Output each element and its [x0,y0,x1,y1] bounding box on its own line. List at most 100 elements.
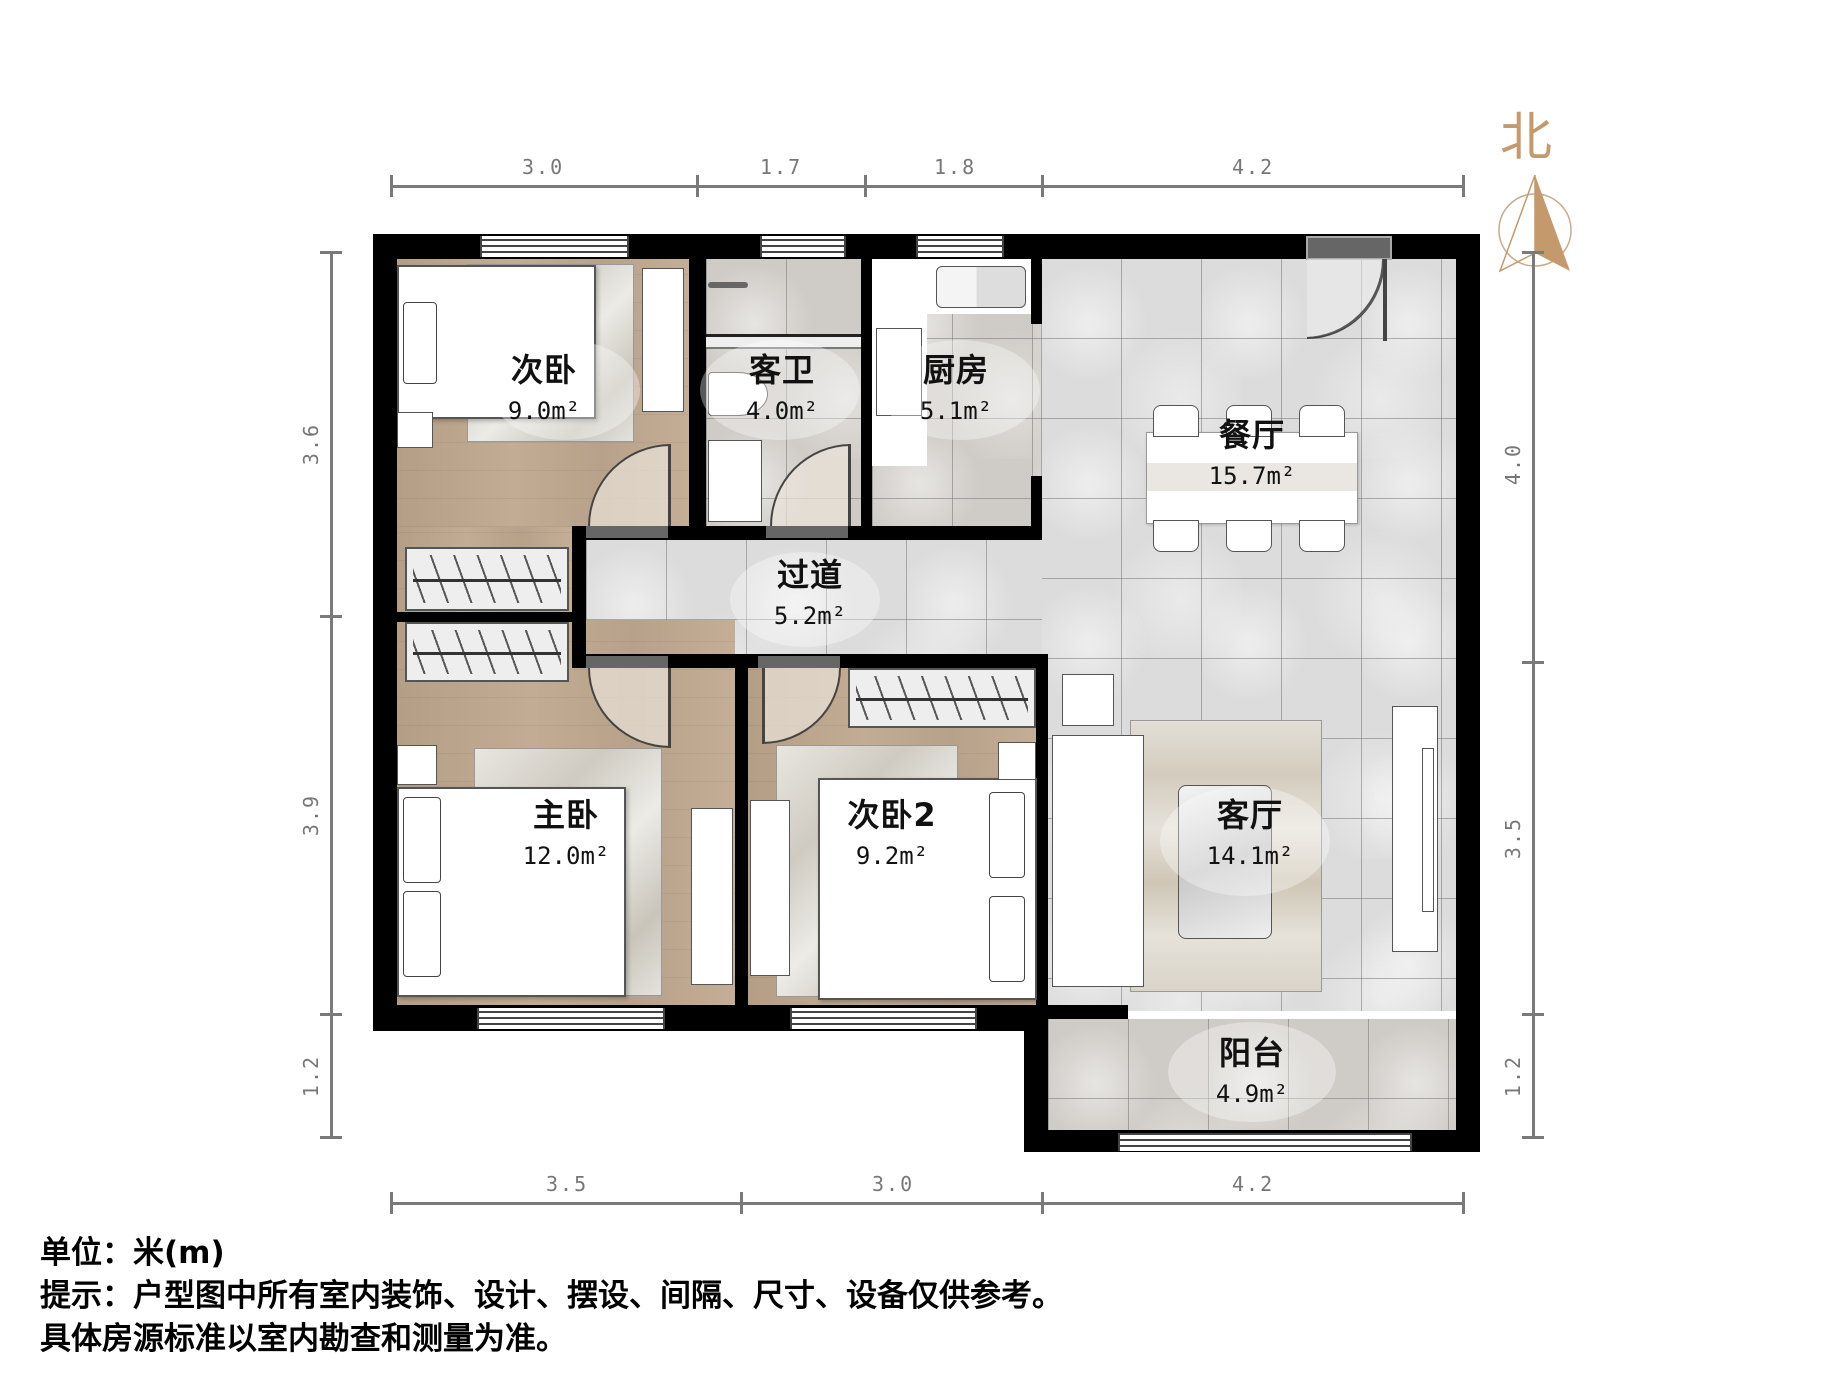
wall-left [373,234,397,1031]
wall-bed1-bath [689,259,706,527]
door-bedroom-secondary-2[interactable] [758,656,840,668]
wall-kitchen-right-top [1031,259,1042,324]
north-compass: 北 [1480,95,1590,285]
kitchen-sink-icon [936,266,1026,308]
window-master-bedroom [477,1008,665,1029]
wardrobe-bedroom-secondary-2-side [750,800,790,976]
wardrobe-bedroom-secondary-2 [848,668,1036,728]
dim-right-1: 4.0 [1501,442,1526,486]
dining-chair [1153,520,1199,552]
pillow [989,896,1025,982]
wall-bed2-living [1036,654,1048,1006]
wall-master-bed2 [735,660,748,1006]
coffee-table [1178,785,1272,939]
label-halo [730,552,880,647]
room-name: 客厅 [1216,796,1284,834]
entrance-door-panel [1383,259,1387,341]
door-guest-bathroom[interactable] [766,526,848,538]
pillow [989,792,1025,878]
wall-bed1-master [397,612,572,622]
dining-chair [1226,405,1272,437]
room-name: 阳台 [1218,1034,1285,1072]
sofa [1052,735,1144,987]
dim-bottom-3: 4.2 [1232,1172,1275,1196]
room-name: 厨房 [922,351,989,389]
window-balcony [1118,1133,1412,1151]
hint-note: 提示：户型图中所有室内装饰、设计、摆设、间隔、尺寸、设备仅供参考。 [40,1278,1063,1314]
wardrobe-bedroom-secondary-side [642,268,684,412]
gas-stove-icon [876,328,922,416]
footnotes: 单位：米(m) 提示：户型图中所有室内装饰、设计、摆设、间隔、尺寸、设备仅供参考… [40,1232,1063,1361]
label-halo [700,340,860,440]
pillow [403,891,441,977]
wall-hall-left [572,526,586,654]
window-bedroom-secondary [480,236,629,257]
toilet-icon [708,372,768,416]
bathroom-shower-partition [706,334,861,349]
room-name: 餐厅 [1218,416,1286,454]
room-balcony: 阳台 4.9m² [1216,1028,1288,1108]
room-area: 14.1m² [1206,842,1294,870]
room-hallway: 过道 5.2m² [774,550,846,630]
pillow [403,302,437,384]
room-area: 4.9m² [1215,1080,1289,1108]
window-bedroom-secondary-2 [790,1008,977,1029]
window-kitchen [916,236,1004,257]
label-halo [880,340,1040,440]
entrance-door[interactable] [1306,236,1392,260]
shower-head-icon [708,282,748,288]
room-name: 次卧 [510,351,577,389]
wardrobe-master [405,622,569,682]
label-halo [1168,1022,1336,1122]
room-area: 12.0m² [522,842,610,870]
north-label: 北 [1500,108,1553,168]
room-name: 次卧2 [847,796,937,834]
disclaimer-note: 具体房源标准以室内勘查和测量为准。 [40,1321,567,1357]
room-dining-room: 餐厅 15.7m² [1209,410,1296,490]
room-area: 4.0m² [745,397,819,425]
dim-left-2: 3.9 [299,793,324,837]
door-master-bedroom[interactable] [586,656,668,668]
dining-chair [1299,405,1345,437]
label-halo [490,340,640,440]
dim-right-3: 1.2 [1501,1054,1526,1098]
tv-icon [1422,748,1434,912]
wardrobe-bedroom-secondary [405,547,569,611]
door-bedroom-secondary[interactable] [586,526,668,538]
wall-right [1456,234,1480,1152]
dim-right-2: 3.5 [1501,816,1526,860]
dim-top-1: 3.0 [522,155,565,179]
side-table-icon [1062,674,1114,726]
room-area: 9.2m² [855,842,929,870]
dining-chair [1226,520,1272,552]
compass-arrow-icon [1498,175,1572,273]
room-bedroom-secondary: 次卧 9.0m² [508,345,580,425]
wall-balcony-left [1024,1005,1048,1152]
floor-hallway [586,540,1042,654]
room-master-bedroom: 主卧 12.0m² [523,790,610,870]
room-name: 主卧 [532,796,600,834]
wall-bath-kitchen [861,259,872,527]
window-bathroom [760,236,846,257]
room-area: 5.1m² [919,397,993,425]
dim-top-2: 1.7 [760,155,803,179]
dim-bottom-1: 3.5 [546,1172,589,1196]
label-halo [1160,786,1330,896]
wall-living-balcony-stub [1048,1005,1128,1019]
dim-top-4: 4.2 [1232,155,1275,179]
wardrobe-master-side [691,808,733,985]
wall-kitchen-right-bottom [1031,476,1042,540]
room-living-room: 客厅 14.1m² [1207,790,1294,870]
room-name: 过道 [776,556,843,594]
room-kitchen: 厨房 5.1m² [920,345,992,425]
unit-note: 单位：米(m) [40,1235,225,1271]
floor-balcony [1048,1019,1456,1131]
room-area: 15.7m² [1208,462,1296,490]
sink-bathroom [708,440,762,522]
nightstand-bedroom-secondary [397,412,433,448]
dim-left-1: 3.6 [299,422,324,466]
dining-chair [1153,405,1199,437]
pillow [403,797,441,883]
dim-bottom-2: 3.0 [872,1172,915,1196]
room-bedroom-secondary-2: 次卧2 9.2m² [847,790,936,870]
